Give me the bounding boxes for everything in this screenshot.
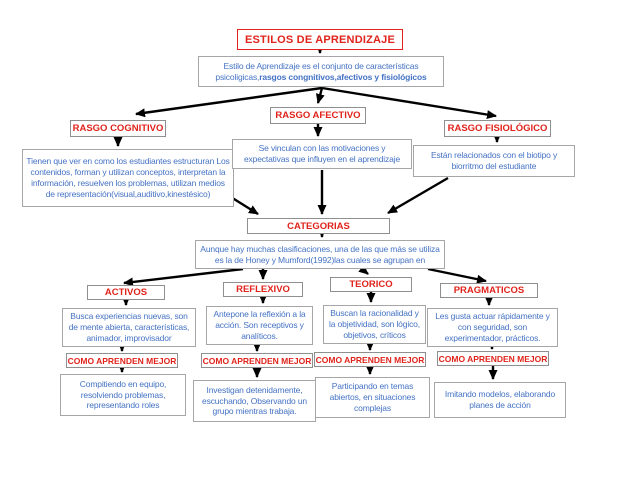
- estilo-pragmaticos-description: Les gusta actuar rápidamente y con segur…: [427, 308, 558, 347]
- estilo-pragmaticos-label: PRAGMATICOS: [440, 283, 538, 298]
- arrow-desc-to-pragmaticos: [427, 267, 487, 284]
- estilo-activos-label: ACTIVOS: [87, 285, 165, 300]
- como-teorico-description: Participando en temas abiertos, en situa…: [315, 377, 430, 418]
- como-activos-description: Compitiendo en equipo, resolviendo probl…: [60, 374, 186, 416]
- rasgo-afectivo-label: RASGO AFECTIVO: [270, 107, 366, 124]
- como-activos-label: COMO APRENDEN MEJOR: [66, 353, 178, 368]
- arrow-desc-to-teorico: [358, 264, 369, 275]
- estilo-reflexivo-description: Antepone la reflexión a la acción. Son r…: [206, 306, 313, 345]
- estilo-reflexivo-label: REFLEXIVO: [223, 282, 303, 297]
- estilo-teorico-description: Buscan la racionalidad y la objetividad,…: [323, 305, 426, 344]
- como-pragmaticos-label: COMO APRENDEN MEJOR: [437, 351, 549, 366]
- definition-bold: rasgos congnitivos,afectivos y fisiológi…: [259, 71, 427, 82]
- como-pragmaticos-description: Imitando modelos, elaborando planes de a…: [434, 382, 566, 418]
- estilo-teorico-label: TEORICO: [330, 277, 412, 292]
- rasgo-afectivo-description: Se vinculan con las motivaciones y expec…: [232, 139, 412, 169]
- title-box: ESTILOS DE APRENDIZAJE: [237, 29, 403, 50]
- arrow-desc-to-activos: [123, 267, 244, 287]
- rasgo-cognitivo-label: RASGO COGNITIVO: [70, 120, 166, 137]
- arrow-definition-to-afectivo: [315, 87, 325, 104]
- definition-text: Estilo de Aprendizaje es el conjunto de …: [202, 61, 440, 83]
- arrow-fisiologico-desc-to-categorias: [387, 176, 449, 215]
- categorias-label: CATEGORIAS: [247, 218, 390, 234]
- definition-box: Estilo de Aprendizaje es el conjunto de …: [198, 56, 444, 87]
- definition-regular: Estilo de Aprendizaje es el conjunto de …: [215, 60, 419, 82]
- como-teorico-label: COMO APRENDEN MEJOR: [314, 352, 426, 367]
- como-reflexivo-description: Investigan detenidamente, escuchando, Ob…: [193, 380, 316, 422]
- rasgo-cognitivo-description: Tienen que ver en como los estudiantes e…: [22, 149, 234, 207]
- categorias-description: Aunque hay muchas clasificaciones, una d…: [195, 240, 445, 269]
- rasgo-fisiologico-description: Están relacionados con el biotipo y bior…: [413, 145, 575, 177]
- estilo-activos-description: Busca experiencias nuevas, son de mente …: [62, 308, 196, 347]
- como-reflexivo-label: COMO APRENDEN MEJOR: [201, 353, 313, 368]
- rasgo-fisiologico-label: RASGO FISIOLÓGICO: [444, 120, 551, 137]
